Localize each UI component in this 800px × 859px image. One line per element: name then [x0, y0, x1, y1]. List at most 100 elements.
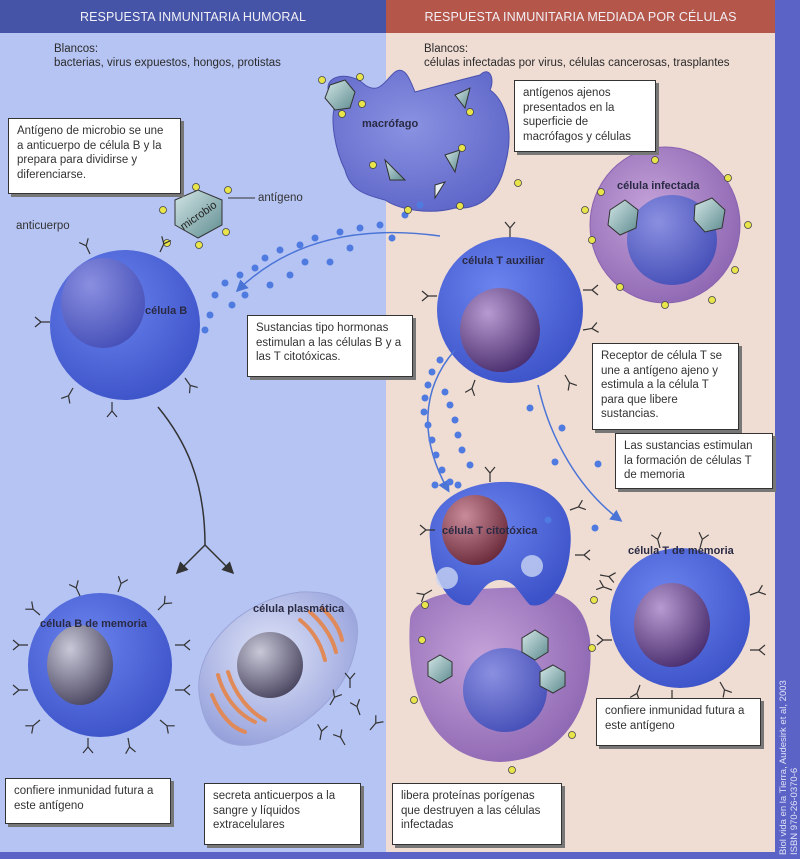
- b-cell: [50, 250, 200, 400]
- cytokine-dot: [454, 481, 462, 489]
- antibody-icon: [12, 684, 28, 696]
- antibody-icon: [719, 681, 733, 698]
- antibody-stroke: [504, 221, 516, 237]
- cytotoxic-t-attacking-infected-cell: [409, 481, 591, 762]
- cytokine-dot: [346, 244, 354, 252]
- cytokine-dot: [544, 516, 552, 524]
- cytokine-dot: [441, 388, 449, 396]
- antigen-marker: [597, 188, 605, 196]
- antibody-icon: [344, 672, 356, 688]
- cytokine-dot: [356, 224, 364, 232]
- antibody-stroke: [25, 719, 41, 734]
- antigen-marker: [616, 283, 624, 291]
- antibody-stroke: [159, 236, 172, 253]
- antibody-icon: [421, 290, 437, 302]
- antibody-stroke: [595, 579, 613, 591]
- antigen-marker: [588, 644, 596, 652]
- antibody-icon: [750, 644, 766, 656]
- antibody-stroke: [34, 316, 50, 328]
- antibody-stroke: [175, 639, 191, 651]
- infected-cell: [589, 146, 741, 304]
- antigen-marker: [661, 301, 669, 309]
- targets-title: Blancos:: [424, 43, 469, 55]
- infected-cell-label: célula infectada: [617, 180, 700, 192]
- callout-memory-t-formation: Las sustancias estimulan la formación de…: [615, 433, 773, 489]
- macrophage-label: macrófago: [362, 118, 419, 130]
- cytokine-dot: [296, 241, 304, 249]
- cytokine-dot: [558, 424, 566, 432]
- antigen-markers: [159, 73, 752, 774]
- cytokine-dot: [211, 291, 219, 299]
- antibody-icon: [569, 499, 587, 511]
- cytokine-dot: [446, 401, 454, 409]
- cytokine-dot: [591, 524, 599, 532]
- cytokine-dot: [436, 356, 444, 364]
- macrophage: [324, 69, 510, 212]
- antibody-icon: [159, 236, 172, 253]
- antigen-marker: [514, 179, 522, 187]
- antibody-stroke: [583, 284, 599, 296]
- antibody-stroke: [698, 531, 710, 549]
- antigen-marker: [222, 228, 230, 236]
- antibody-icon: [68, 580, 81, 597]
- cytokine-dot: [376, 221, 384, 229]
- cytokine-dot: [438, 466, 446, 474]
- cytokine-dot: [276, 246, 284, 254]
- cellular-targets: Blancos: células infectadas por virus, c…: [424, 42, 730, 70]
- antibody-stroke: [78, 238, 91, 255]
- antigen-marker: [581, 206, 589, 214]
- antibody-stroke: [12, 639, 28, 651]
- cytokine-dot: [286, 271, 294, 279]
- callout-memory-b-immunity: confiere inmunidad futura a este antígen…: [5, 778, 171, 824]
- antibody-icon: [34, 316, 50, 328]
- humoral-targets: Blancos: bacterias, virus expuestos, hon…: [54, 42, 281, 70]
- cytokine-dot: [201, 326, 209, 334]
- antibody-icon: [504, 221, 516, 237]
- antibody-stroke: [329, 689, 343, 706]
- cytokine-dot: [594, 460, 602, 468]
- antibody-stroke: [344, 672, 356, 688]
- arrow-to-memory-b: [175, 544, 206, 575]
- antibody-icon: [125, 737, 136, 754]
- antigen-marker: [588, 236, 596, 244]
- antibody-icon: [25, 719, 41, 734]
- antibody-stroke: [750, 644, 766, 656]
- antibody-stroke: [369, 715, 384, 731]
- antigen-marker: [192, 183, 200, 191]
- antigen-label: antígeno: [258, 192, 303, 204]
- antibody-icon: [78, 238, 91, 255]
- arrow-to-plasma: [204, 544, 235, 575]
- antibody-stroke: [68, 580, 81, 597]
- cytokine-dot: [336, 228, 344, 236]
- antibody-icon: [25, 601, 41, 616]
- cytokine-dots: [201, 201, 602, 532]
- cytokine-dot: [451, 416, 459, 424]
- antibody-label: anticuerpo: [16, 220, 70, 232]
- antigen-marker: [159, 206, 167, 214]
- antibody-icon: [159, 719, 175, 734]
- antibody-icon: [117, 575, 129, 593]
- antigen-marker: [224, 186, 232, 194]
- callout-microbe-antigen: Antígeno de microbio se une a anticuerpo…: [8, 118, 181, 194]
- antibody-stroke: [12, 684, 28, 696]
- antibody-stroke: [484, 466, 496, 482]
- antibody-icon: [369, 715, 384, 731]
- cytokine-dot: [241, 291, 249, 299]
- cytokine-dot: [266, 281, 274, 289]
- antigen-marker: [508, 766, 516, 774]
- callout-pore-proteins: libera proteínas porígenas que destruyen…: [392, 783, 562, 845]
- antibody-icon: [582, 322, 599, 333]
- antibody-icon: [106, 402, 118, 418]
- antibody-stroke: [719, 681, 733, 698]
- cytokine-dot: [526, 404, 534, 412]
- antibody-stroke: [157, 595, 173, 611]
- antibody-icon: [575, 549, 591, 561]
- cytokine-dot: [421, 394, 429, 402]
- antibody-icon: [419, 524, 435, 536]
- antibody-icon: [749, 584, 767, 596]
- memory-t-cell: [610, 548, 750, 688]
- antibody-stroke: [332, 729, 346, 746]
- antibody-icon: [332, 729, 346, 746]
- memory-t-label: célula T de memoria: [628, 545, 734, 557]
- antigen-marker: [708, 296, 716, 304]
